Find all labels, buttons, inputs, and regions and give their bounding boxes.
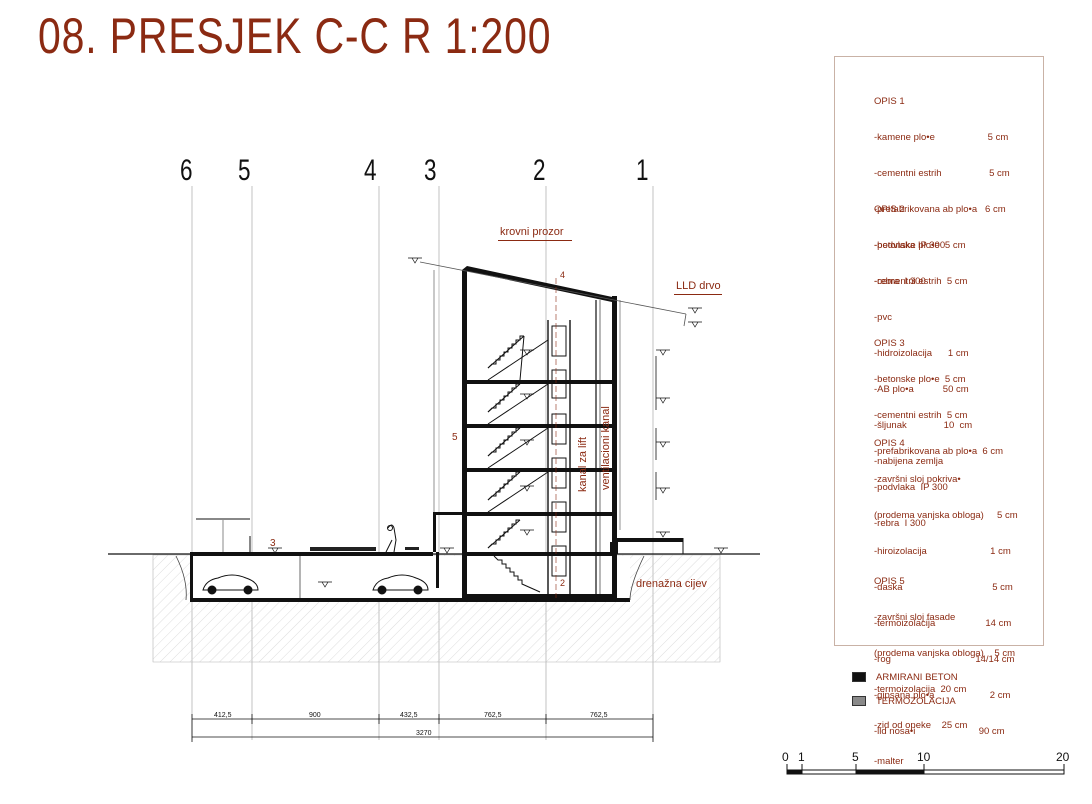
dim-span-1: 412,5 [214, 712, 232, 719]
opis-heading: OPIS 3 [874, 338, 905, 349]
scale-label-20: 20 [1056, 750, 1070, 764]
opis-line: -lld nosa•i 90 cm [874, 726, 1005, 737]
legend-panel [834, 56, 1044, 646]
dim-span-3: 432,5 [400, 712, 418, 719]
opis-line: -šljunak 10 cm [874, 420, 973, 431]
opis-line: -prefabrikovana ab plo•a 6 cm [874, 446, 1004, 457]
opis-4-block: OPIS 4 -završni sloj pokriva• (prodema v… [874, 414, 1018, 750]
opis-5-block: OPIS 5 -završni sloj fasade (prodema van… [874, 552, 1015, 780]
axis-label-1: 1 [636, 154, 649, 187]
opis-line: -AB plo•a 50 cm [874, 384, 969, 395]
opis-line: -cementni estrih 5 cm [874, 168, 1010, 179]
opis-line: -hidroizolacija 1 cm [874, 348, 969, 359]
opis-3-block: OPIS 3 -betonske plo•e 5 cm -cementni es… [874, 314, 1003, 542]
opis-line: -daska 5 cm [874, 582, 1013, 593]
opis-2-block: OPIS 2 -betonske plo•e 5 cm -cementni es… [874, 180, 972, 480]
opis-marker-3: 3 [270, 538, 276, 549]
dimension-chain [191, 714, 654, 742]
material-swatch-insulation [852, 696, 866, 707]
material-label: TERMOZOLACIJA [876, 696, 956, 707]
axis-label-4: 4 [364, 154, 377, 187]
dim-span-2: 900 [309, 712, 321, 719]
lift-cabins [551, 325, 567, 577]
opis-line: -hiroizolacija 1 cm [874, 546, 1011, 557]
opis-line: -termoizolacija 20 cm [874, 684, 967, 695]
plaza-elements [196, 518, 419, 553]
car-icon [202, 574, 429, 595]
opis-line: -podvlaka IP 300 [874, 482, 948, 493]
opis-line: (prodema vanjska obloga) 5 cm [874, 510, 1018, 521]
opis-line: -cementni estrih 5 cm [874, 410, 968, 421]
dim-span-5: 762,5 [590, 712, 608, 719]
stair-flights [487, 335, 549, 593]
opis-marker-4: 4 [560, 270, 566, 280]
label-krovni-prozor: krovni prozor [500, 226, 564, 238]
material-label: ARMIRANI BETON [876, 672, 958, 683]
label-kanal-za-lift: kanal za lift [577, 436, 589, 492]
opis-line: -betonske plo•e 5 cm [874, 374, 966, 385]
scale-label-1: 1 [798, 750, 805, 764]
axis-label-6: 6 [180, 154, 193, 187]
exterior-terrace [610, 538, 684, 554]
opis-line: -rebra I 300 [874, 518, 926, 529]
opis-line: -završni sloj pokriva• [874, 474, 961, 485]
opis-heading: OPIS 4 [874, 438, 905, 449]
material-swatch-concrete [852, 672, 866, 683]
axis-label-5: 5 [238, 154, 251, 187]
label-ventilacioni-kanal: ventilacioni kanal [600, 406, 612, 490]
opis-line: (prodema vanjska obloga) 5 cm [874, 648, 1015, 659]
opis-line: -zid od opeke 25 cm [874, 720, 968, 731]
level-markers [268, 257, 728, 588]
opis-line: -pvc [874, 312, 892, 323]
scale-bar [786, 764, 1065, 775]
basement-edges [175, 555, 645, 601]
label-drenazna-cijev: drenažna cijev [636, 578, 707, 590]
label-krovni-prozor-leader [498, 240, 572, 241]
material-armirani-beton: ARMIRANI BETON [852, 672, 958, 683]
opis-line: -podvlaka IP 300 [874, 240, 946, 251]
material-termozolacija: TERMOZOLACIJA [852, 696, 956, 707]
opis-marker-5: 5 [452, 432, 458, 443]
opis-heading: OPIS 2 [874, 204, 905, 215]
opis-line: -završni sloj fasade [874, 612, 956, 623]
opis-line: -gipsana plo•a 2 cm [874, 690, 1011, 701]
axis-label-2: 2 [533, 154, 546, 187]
label-lld-drvo: LLD drvo [676, 280, 721, 292]
opis-line: -cementni estrih 5 cm [874, 276, 968, 287]
opis-line: -termoizolacija 14 cm [874, 618, 1012, 629]
axis-label-3: 3 [424, 154, 437, 187]
dim-total: 3270 [416, 730, 432, 737]
opis-marker-2: 2 [560, 578, 566, 588]
drawing-title: 08. PRESJEK C-C R 1:200 [38, 8, 552, 64]
opis-line: -rebra I 300 [874, 276, 926, 287]
opis-heading: OPIS 1 [874, 96, 905, 107]
opis-1-block: OPIS 1 -kamene plo•e 5 cm -cementni estr… [874, 72, 1010, 300]
label-lld-drvo-leader [674, 294, 722, 295]
scale-label-5: 5 [852, 750, 859, 764]
opis-line: -malter [874, 756, 904, 767]
opis-line: -prefabrikovana ab plo•a 6 cm [874, 204, 1006, 215]
tower-structure [419, 261, 687, 598]
opis-line: -rog 14/14 cm [874, 654, 1015, 665]
opis-line: -betonske plo•e 5 cm [874, 240, 966, 251]
scale-label-0: 0 [782, 750, 789, 764]
opis-line: -kamene plo•e 5 cm [874, 132, 1009, 143]
opis-line: -nabijena zemlja [874, 456, 944, 467]
opis-heading: OPIS 5 [874, 576, 905, 587]
dim-span-4: 762,5 [484, 712, 502, 719]
scale-label-10: 10 [917, 750, 931, 764]
